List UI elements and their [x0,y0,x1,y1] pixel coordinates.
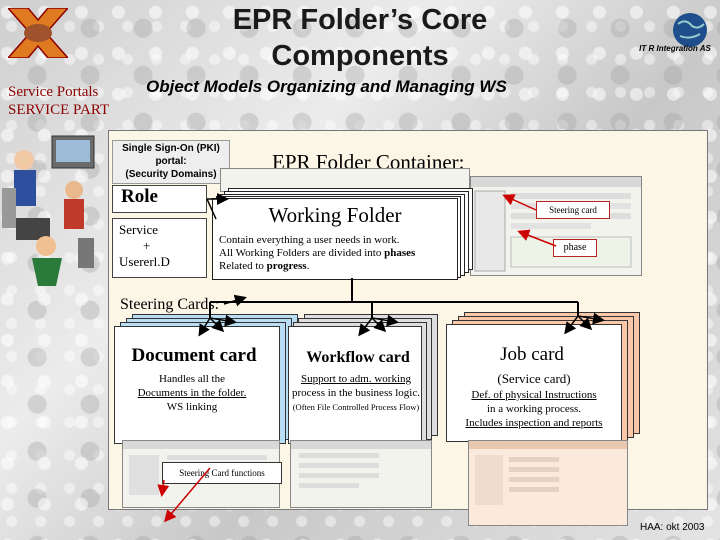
job-line-3: in a working process. [486,403,582,415]
working-folder-title: Working Folder [268,203,402,227]
fan-arrow [577,312,605,325]
wf-desc-line-3: Related to progress. [219,260,459,273]
job-card-stack [446,312,642,442]
wf-desc-line-1: Contain everything a user needs in work. [219,234,400,246]
sso-line-2: portal: [155,156,187,167]
document-card-stack [114,314,304,444]
page-title: EPR Folder’s Core Components [232,4,488,72]
phase-callout-arrow [517,229,557,247]
fan-arrow [564,315,579,335]
wf-line-1: Support to adm. working [301,373,411,385]
fan-arrow [577,315,593,331]
job-card-title: Job card [500,344,564,365]
job-card-front [446,324,622,442]
doc-line-1: Handles all the [159,373,225,385]
sso-line-3: (Security Domains) [125,169,217,180]
job-line-2: Def. of physical Instructions [471,389,597,401]
doc-line-3: WS linking [166,401,218,413]
fan-arrow [209,314,237,327]
sso-line-1: Single Sign-On (PKI) [122,143,220,154]
workflow-card-title: Workflow card [306,349,410,366]
footer-credit: HAA: okt 2003 [640,522,705,533]
steering-label-arrow [223,294,247,307]
fan-arrow [358,317,373,337]
fan-arrow [198,317,211,337]
wf-line-2: process in the business logic. [291,387,420,399]
workflow-card-screenshot [290,440,432,508]
steering-card-functions-callout: Steering Card functions [162,462,282,484]
service-users-illustration [2,128,106,288]
fan-arrow [371,317,387,333]
workflow-card-front [288,326,422,444]
sso-portal-box: Single Sign-On (PKI) portal: (Security D… [112,140,230,184]
wf-desc-3-bold: progress [266,260,307,272]
user-id-text: Usererl.D [119,254,170,269]
job-card-screenshot [468,440,628,526]
wf-desc-3-post: . [306,260,310,272]
steering-card-callout: Steering card [536,201,610,219]
fan-arrow [371,314,399,327]
steering-card-callout-arrow [502,194,537,211]
job-line-1: (Service card) [497,371,571,386]
service-user-box: Service + Usererl.D [112,218,207,278]
plus-text: + [143,238,151,253]
service-part-text: SERVICE PART [8,102,110,118]
functions-callout-arrow-2 [164,467,211,523]
wf-desc-2-bold: phases [384,247,416,259]
fan-arrow [209,317,225,333]
job-card-text: (Service card) Def. of physical Instruct… [448,372,620,430]
workflow-card-text: Support to adm. working process in the b… [281,372,431,414]
document-card-text: Handles all the Documents in the folder.… [122,372,262,414]
globe-logo-icon [640,10,710,60]
working-folder-card [212,198,458,280]
wf-desc-3-pre: Related to [219,260,267,272]
service-portals-label: Service Portals SERVICE PART [8,83,109,119]
job-line-4: Includes inspection and reports [465,417,603,429]
logo-caption: IT R Integration AS [639,44,711,53]
functions-callout-arrow [157,479,170,497]
role-box: Role [112,185,207,213]
role-connector-line [206,198,217,220]
wf-line-3: (Often File Controlled Process Flow) [292,402,420,412]
phase-callout: phase [553,239,597,257]
service-portals-text: Service Portals [8,84,99,100]
doc-line-2: Documents in the folder. [137,387,247,399]
service-text: Service [119,222,158,237]
steering-cards-label: Steering Cards: [120,296,220,313]
workflow-card-stack [288,314,438,444]
wf-desc-line-2: All Working Folders are divided into pha… [219,247,459,260]
page-subtitle: Object Models Organizing and Managing WS [146,77,507,96]
document-card-title: Document card [131,345,257,366]
document-card-front [114,326,280,444]
wf-desc-2-pre: All Working Folders are divided into [219,247,385,259]
working-folder-description: Contain everything a user needs in work.… [219,234,459,273]
